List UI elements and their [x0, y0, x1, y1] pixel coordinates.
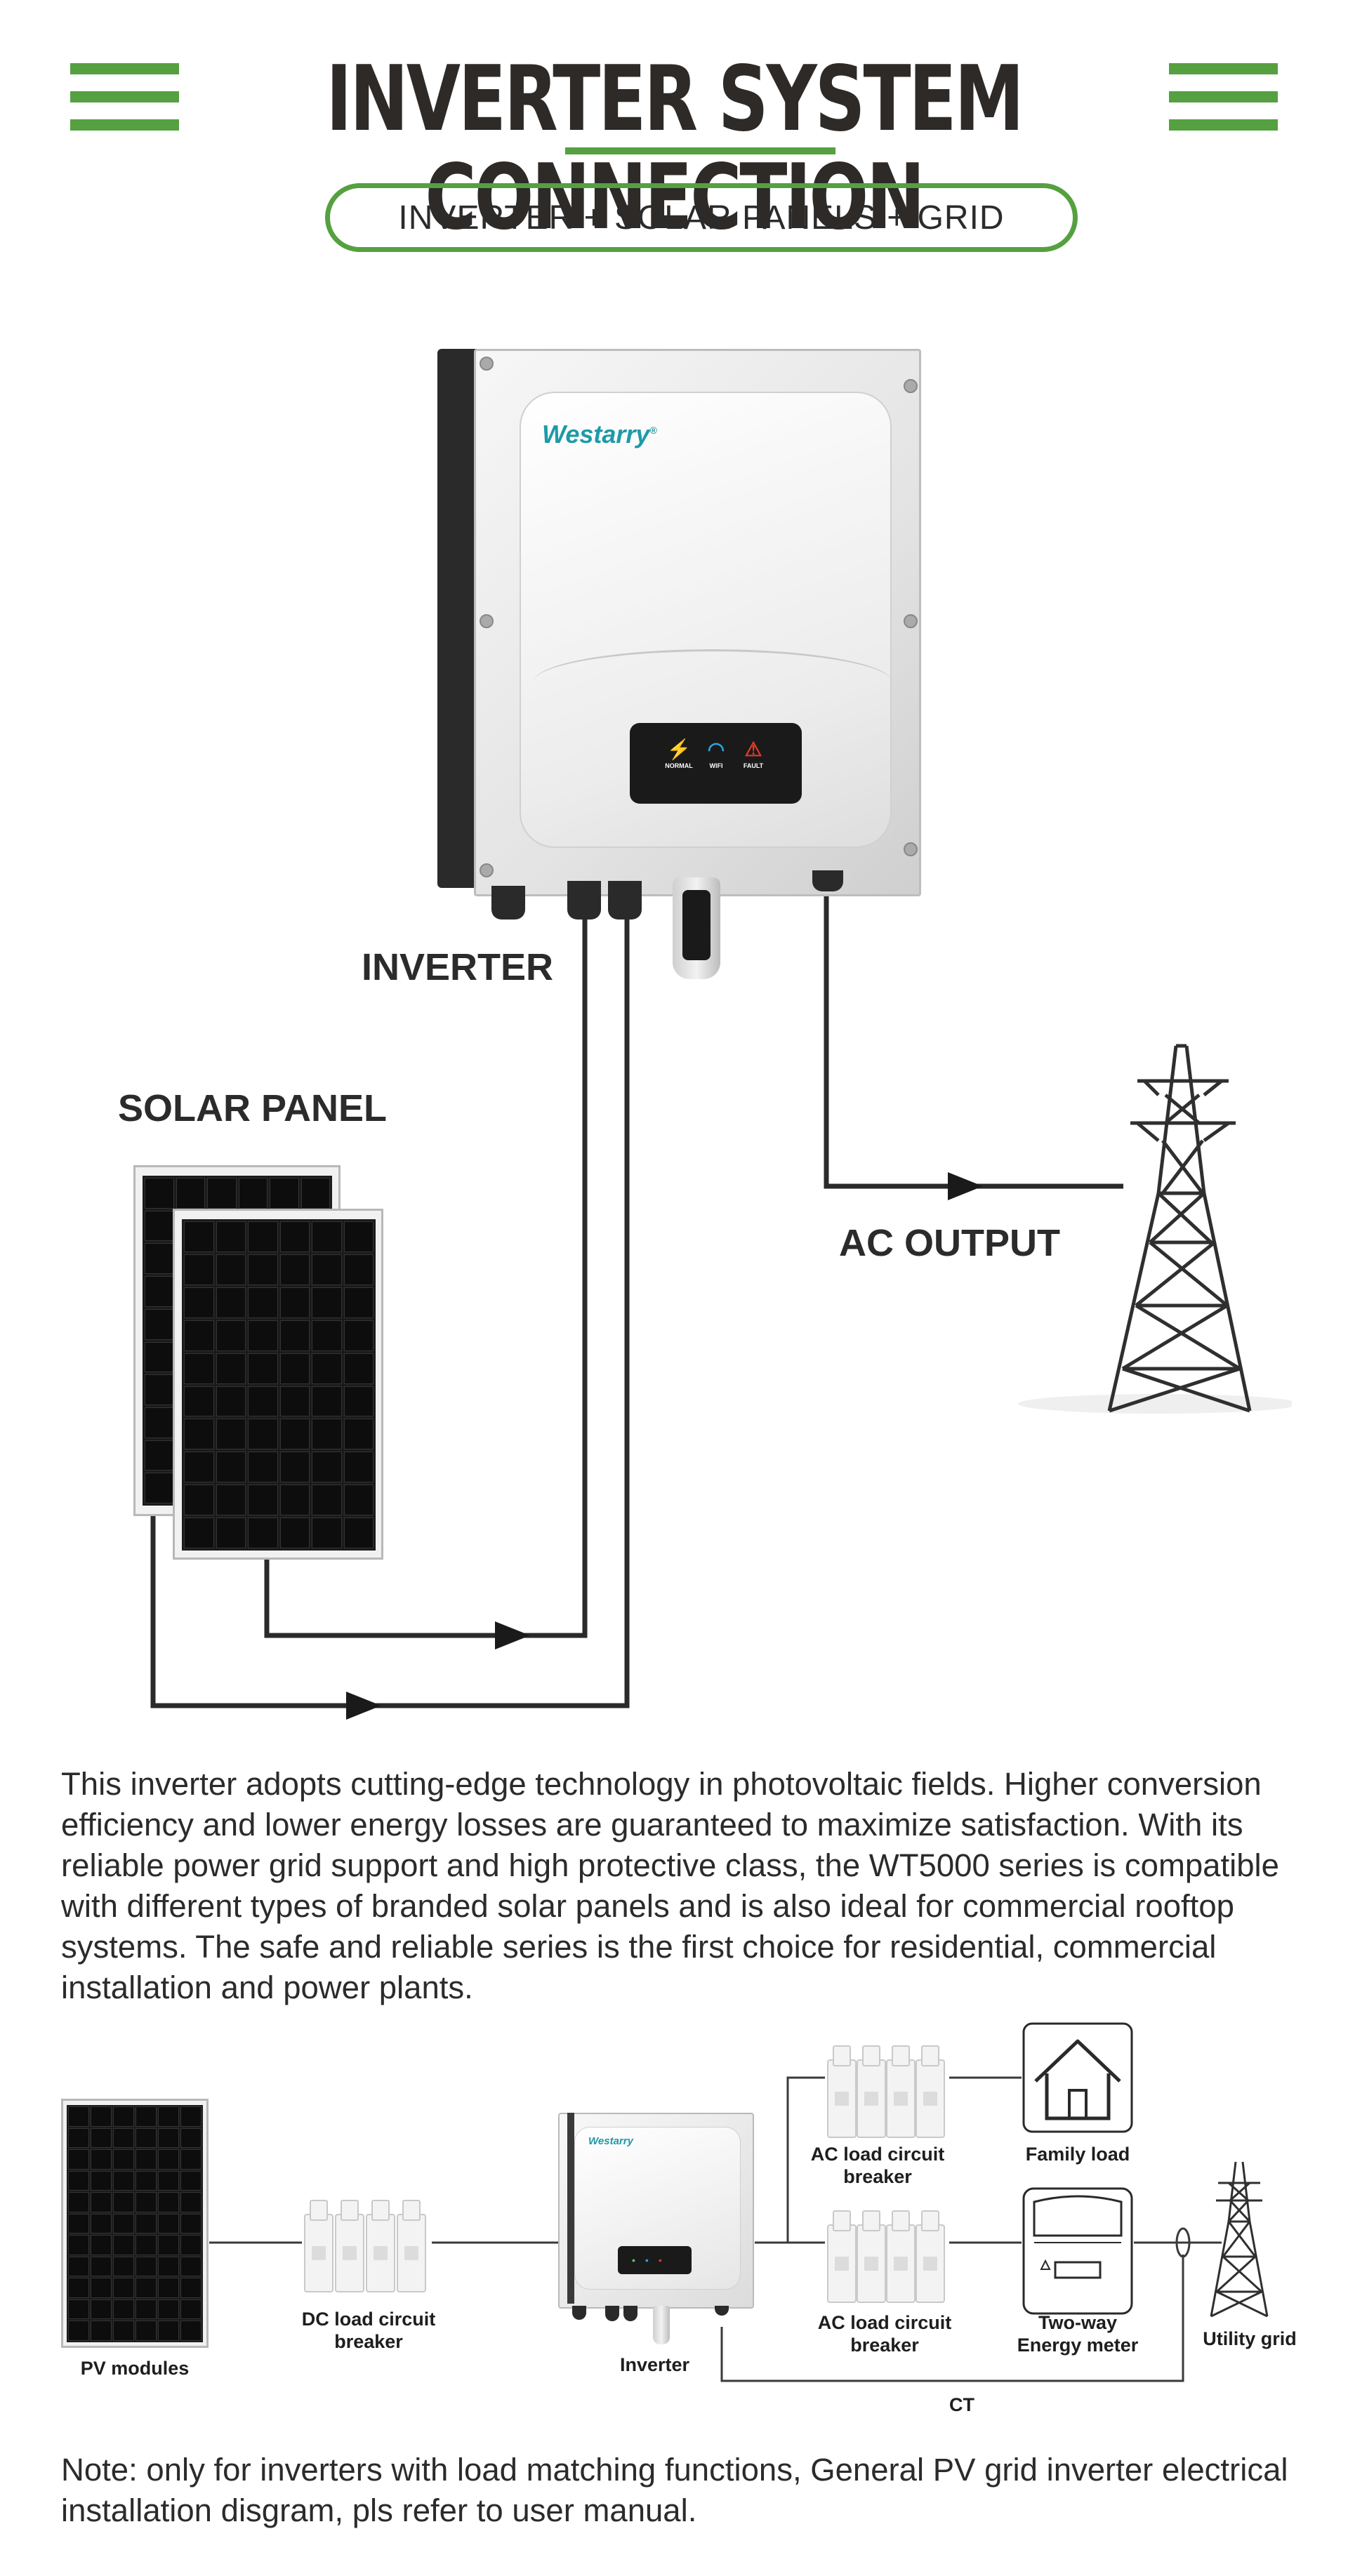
title-deco-right-bar-2	[1169, 91, 1278, 102]
label-pv-modules: PV modules	[80, 2358, 190, 2379]
dc-arrow-2	[346, 1692, 381, 1720]
wifi-icon: ◠	[707, 738, 725, 760]
transmission-tower-icon	[1018, 1044, 1292, 1414]
page-title: INVERTER SYSTEM CONNECTION	[326, 47, 1024, 250]
label-energy-meter: Two-way Energy meter	[1000, 2311, 1155, 2356]
label-ac-breaker-top-line1: AC load circuit	[810, 2144, 945, 2165]
label-energy-meter-line2: Energy meter	[1017, 2335, 1139, 2356]
ac-arrow	[948, 1172, 983, 1200]
ac-breaker-top-icon	[827, 2045, 945, 2138]
small-inverter-connector	[623, 2306, 637, 2321]
utility-tower-icon	[1210, 2161, 1269, 2318]
dc-input-connector	[491, 886, 525, 919]
label-ac-breaker-top: AC load circuit breaker	[790, 2143, 965, 2188]
label-inverter-small: Inverter	[619, 2354, 690, 2375]
small-inverter-brand: Westarry	[588, 2135, 633, 2147]
dc-arrow-1	[495, 1621, 530, 1649]
label-utility-grid: Utility grid	[1203, 2328, 1297, 2349]
mc4-connector-2	[608, 881, 642, 919]
installation-note: Note: only for inverters with load match…	[61, 2452, 1288, 2528]
label-solar-panel: SOLAR PANEL	[118, 1087, 388, 1129]
title-deco-left-bar-3	[70, 119, 179, 131]
screw-icon	[904, 842, 918, 856]
label-ac-output: AC OUTPUT	[839, 1222, 1060, 1264]
label-family-load: Family load	[1025, 2144, 1130, 2165]
screw-icon	[480, 863, 494, 877]
subtitle-pill: INVERTER + SOLAR PANELS + GRID	[325, 183, 1078, 252]
solar-panel-front-cells	[182, 1219, 376, 1551]
ac-breaker-bottom-icon	[827, 2210, 945, 2303]
brand-name: Westarry	[542, 420, 650, 449]
label-inverter: INVERTER	[362, 946, 554, 988]
description-paragraph: This inverter adopts cutting-edge techno…	[61, 1766, 1279, 2005]
label-ac-breaker-bottom-line2: breaker	[850, 2335, 919, 2356]
inverter-status-panel: ⚡ NORMAL ◠ WIFI ⚠ FAULT	[630, 723, 802, 804]
label-ct: CT	[949, 2394, 974, 2415]
dc-wire-1	[264, 916, 588, 1638]
indicator-fault: ⚠ FAULT	[732, 737, 774, 769]
label-energy-meter-line1: Two-way	[1038, 2312, 1117, 2333]
indicator-normal-label: NORMAL	[665, 762, 693, 769]
ac-wire	[824, 874, 1123, 1189]
title-deco-right-bar-3	[1169, 119, 1278, 131]
screw-icon	[480, 357, 494, 371]
title-deco-right-bar-1	[1169, 63, 1278, 74]
warning-icon: ⚠	[744, 738, 762, 760]
small-inverter-connector	[605, 2306, 619, 2321]
ac-output-connector	[812, 870, 843, 891]
inverter-cover-curve	[534, 649, 892, 715]
energy-meter-icon	[1022, 2187, 1133, 2315]
small-inverter-heatsink	[567, 2113, 574, 2304]
wiring-lines	[209, 2076, 1222, 2382]
screw-icon	[480, 614, 494, 628]
label-ac-breaker-bottom-line1: AC load circuit	[817, 2312, 952, 2333]
pv-modules-cells	[67, 2105, 203, 2342]
small-inverter-connector	[572, 2306, 586, 2320]
indicator-wifi: ◠ WIFI	[695, 737, 737, 769]
inverter-heatsink	[437, 349, 477, 888]
house-icon	[1022, 2022, 1133, 2133]
title-deco-left-bar-2	[70, 91, 179, 102]
label-ac-breaker-bottom: AC load circuit breaker	[797, 2311, 972, 2356]
label-dc-breaker-line2: breaker	[334, 2331, 403, 2352]
solar-panel-front	[173, 1209, 383, 1560]
small-inverter-dongle	[653, 2306, 670, 2344]
registered-mark: ®	[649, 425, 657, 436]
label-ac-breaker-top-line2: breaker	[843, 2166, 912, 2187]
dc-breaker-icon	[304, 2200, 426, 2292]
small-inverter-display	[618, 2246, 692, 2274]
mc4-connector-1	[567, 881, 601, 919]
screw-icon	[904, 614, 918, 628]
title-deco-left-bar-1	[70, 63, 179, 74]
small-inverter-connector	[715, 2306, 729, 2316]
screw-icon	[904, 379, 918, 393]
small-inverter-display-dots: •••	[632, 2255, 672, 2266]
pv-modules-image	[61, 2099, 209, 2348]
indicator-normal: ⚡ NORMAL	[658, 737, 700, 769]
dc-wire-2	[150, 916, 630, 1708]
label-dc-breaker-line1: DC load circuit	[301, 2309, 436, 2330]
lightning-icon: ⚡	[666, 738, 692, 760]
inverter-brand-logo: Westarry®	[542, 420, 657, 449]
connection-wires	[150, 874, 1123, 1720]
indicator-wifi-label: WIFI	[709, 762, 723, 769]
indicator-fault-label: FAULT	[743, 762, 764, 769]
label-dc-breaker: DC load circuit breaker	[281, 2308, 456, 2353]
title-underline	[565, 147, 835, 154]
wifi-dongle-screen	[682, 890, 711, 960]
